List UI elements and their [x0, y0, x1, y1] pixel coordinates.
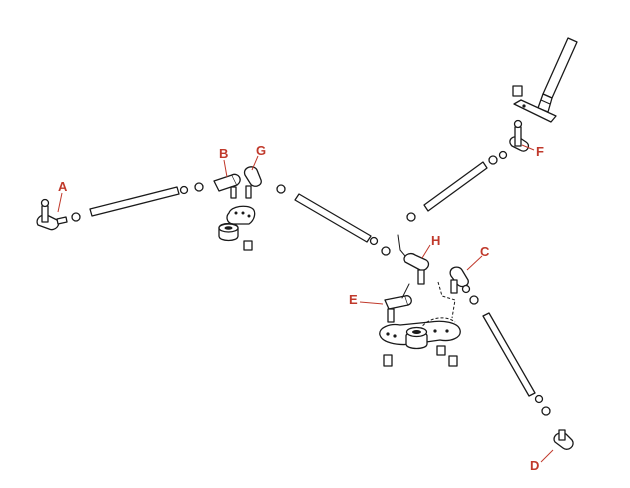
- callout-f: F: [536, 144, 544, 159]
- tie-rod-end-e: [384, 283, 412, 323]
- tie-rod-end-a: [36, 198, 81, 231]
- callout-labels: A B G F H C E D: [58, 143, 544, 473]
- tie-rod-end-c: [449, 266, 479, 305]
- tie-rod-end-d: [553, 429, 574, 450]
- tie-rod-end-f: [509, 119, 530, 152]
- tie-rod-end-b: [213, 173, 241, 199]
- tie-rod-left: [89, 182, 204, 217]
- callout-e: E: [349, 292, 358, 307]
- bellcrank-center: [379, 281, 461, 367]
- tie-rod-end-g: [243, 166, 262, 199]
- tie-rod-lower-right: [482, 312, 551, 416]
- tie-rod-end-h: [403, 252, 430, 285]
- tie-rod-upper-right: [406, 150, 508, 222]
- callout-leaders: [57, 144, 554, 463]
- callout-b: B: [219, 146, 228, 161]
- steering-column: [512, 37, 578, 123]
- callout-h: H: [431, 233, 440, 248]
- callout-d: D: [530, 458, 539, 473]
- callout-a: A: [58, 179, 68, 194]
- callout-g: G: [256, 143, 266, 158]
- center-drag-link: [276, 184, 406, 257]
- bellcrank-left: [218, 205, 256, 251]
- callout-c: C: [480, 244, 490, 259]
